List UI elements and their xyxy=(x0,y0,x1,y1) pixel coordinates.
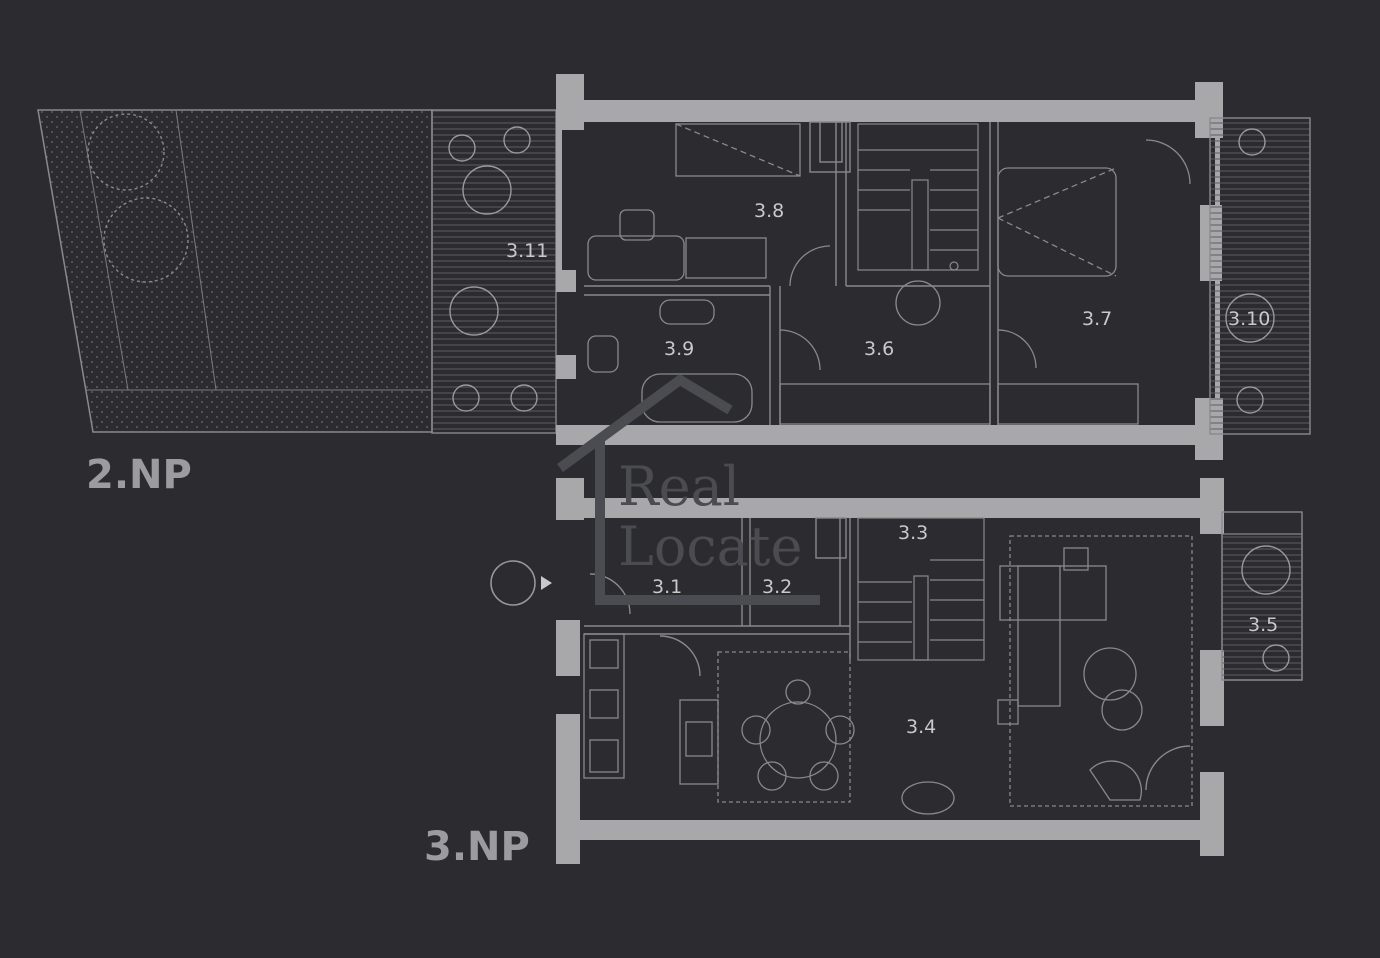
room-label-3-7: 3.7 xyxy=(1082,308,1113,330)
room-label-3-11: 3.11 xyxy=(506,240,549,262)
bed-3-8 xyxy=(587,123,831,287)
terrace-left xyxy=(431,109,557,434)
floor-label-3np: 3.NP xyxy=(424,824,530,870)
walls-3np xyxy=(556,478,1224,864)
room-label-3-3: 3.3 xyxy=(898,522,929,544)
room-label-3-6: 3.6 xyxy=(864,338,895,360)
room-label-3-9: 3.9 xyxy=(664,338,695,360)
room-label-3-10: 3.10 xyxy=(1228,308,1271,330)
terrace-right xyxy=(1209,117,1311,435)
entrance-arrow-icon xyxy=(490,560,552,606)
stairs-3np xyxy=(857,517,985,661)
watermark-line-2: Locate xyxy=(618,515,803,578)
room-label-3-8: 3.8 xyxy=(754,200,785,222)
room-label-3-2: 3.2 xyxy=(762,576,793,598)
interior-walls-2np xyxy=(584,121,999,425)
watermark-line-1: Real xyxy=(618,455,741,518)
room-label-3-4: 3.4 xyxy=(906,716,937,738)
furniture-3-4 xyxy=(583,535,1193,815)
garden-trees xyxy=(87,113,189,283)
stairs-2np xyxy=(857,123,979,271)
garden xyxy=(37,109,433,433)
room-label-3-5: 3.5 xyxy=(1248,614,1279,636)
balcony-3-5 xyxy=(1221,511,1303,681)
bathroom-3-9 xyxy=(587,299,821,423)
floor-label-2np: 2.NP xyxy=(86,452,192,498)
furniture-3-6 xyxy=(779,139,1191,425)
watermark-house-icon xyxy=(557,374,820,605)
room-label-3-1: 3.1 xyxy=(652,576,683,598)
